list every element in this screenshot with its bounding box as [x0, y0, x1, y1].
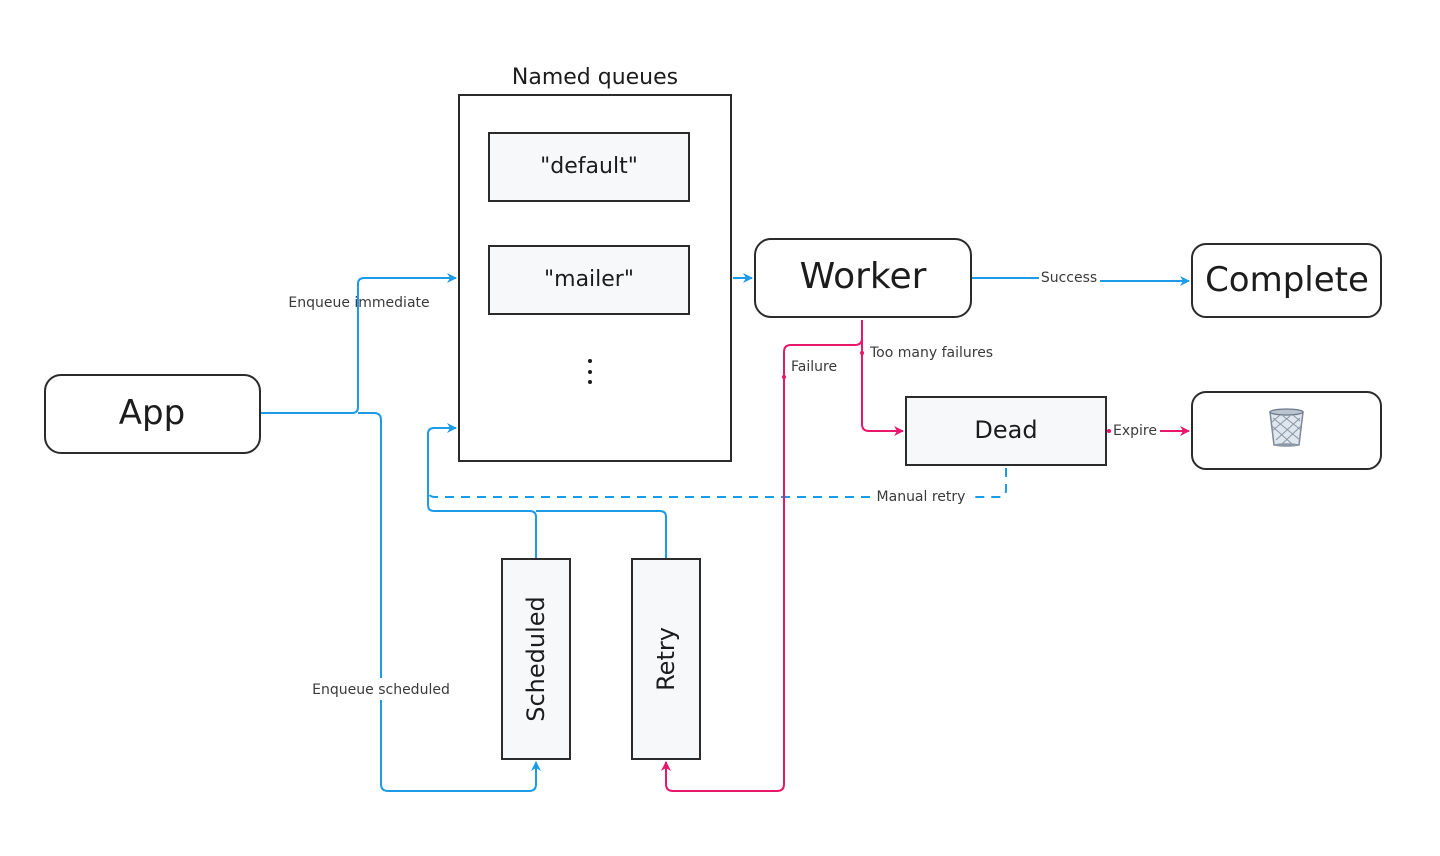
label-expire: Expire: [1113, 423, 1157, 439]
queue-default[interactable]: "default": [488, 132, 690, 202]
label-manual-retry: Manual retry: [877, 489, 966, 505]
label-bg: [310, 678, 452, 700]
node-scheduled[interactable]: Scheduled: [501, 558, 571, 760]
node-trash[interactable]: [1191, 391, 1382, 470]
edge-retry-to-queues: [536, 510, 667, 558]
node-scheduled-label: Scheduled: [522, 596, 550, 722]
node-dead[interactable]: Dead: [905, 396, 1107, 466]
edge-scheduled-to-queues: [427, 423, 537, 558]
node-app[interactable]: App: [44, 374, 261, 454]
label-enqueue-immediate: Enqueue immediate: [288, 295, 429, 311]
label-success: Success: [1041, 270, 1097, 286]
edge-too-many-failures: [861, 338, 904, 436]
named-queues-title: Named queues: [512, 65, 678, 90]
node-app-label: App: [119, 393, 185, 433]
node-complete-label: Complete: [1205, 260, 1369, 300]
node-retry[interactable]: Retry: [631, 558, 701, 760]
queue-default-label: "default": [540, 154, 638, 179]
label-failure: Failure: [791, 359, 837, 375]
edge-manual-retry: [427, 468, 1007, 498]
edge-dot: [782, 375, 786, 379]
label-too-many-failures: Too many failures: [869, 345, 993, 361]
queue-mailer-label: "mailer": [544, 267, 634, 292]
edge-success: [972, 277, 1189, 282]
node-worker[interactable]: Worker: [754, 238, 972, 318]
node-worker-label: Worker: [800, 256, 927, 297]
edge-enqueue-scheduled: [358, 412, 541, 792]
label-enqueue-scheduled: Enqueue scheduled: [312, 682, 450, 698]
queue-mailer[interactable]: "mailer": [488, 245, 690, 315]
edge-dot: [1107, 429, 1111, 433]
node-retry-label: Retry: [652, 627, 680, 691]
trash-icon: [1269, 408, 1304, 447]
edge-dot: [860, 351, 864, 355]
edge-enqueue-immediate: [261, 273, 457, 414]
more-queues-ellipsis-icon: [588, 359, 592, 384]
edge-failure: [661, 320, 863, 792]
node-dead-label: Dead: [974, 416, 1037, 444]
node-complete[interactable]: Complete: [1191, 243, 1382, 318]
